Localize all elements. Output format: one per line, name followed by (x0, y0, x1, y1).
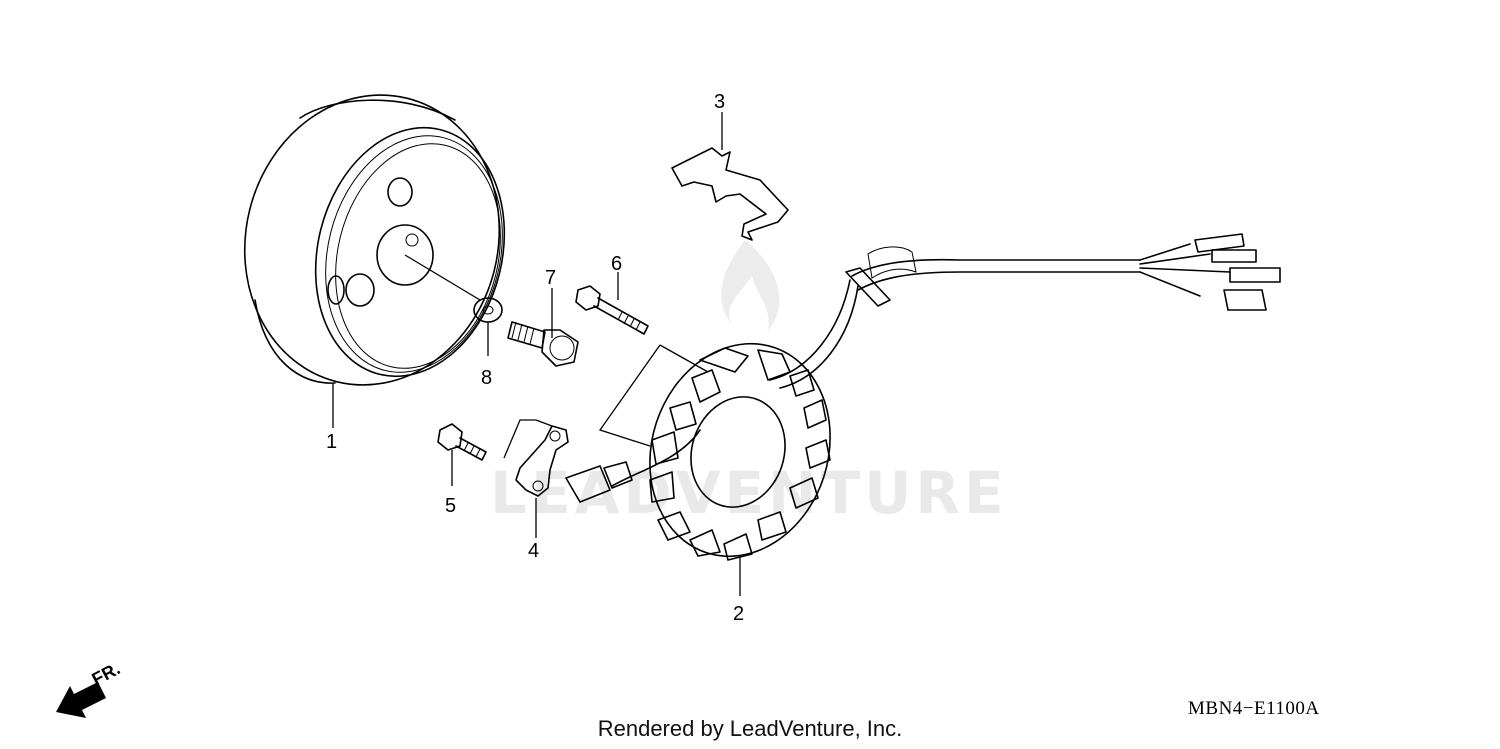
diagram-code: MBN4−E1100A (1188, 698, 1320, 719)
render-credit: Rendered by LeadVenture, Inc. (597, 716, 903, 741)
leader-8 (404, 254, 489, 356)
part-flange-bolt[interactable] (507, 321, 579, 367)
part-wire-clamp[interactable] (671, 147, 789, 241)
callout-8[interactable]: 8 (481, 367, 492, 389)
callout-6[interactable]: 6 (611, 253, 622, 275)
callout-2[interactable]: 2 (733, 603, 744, 625)
flame-icon (721, 240, 780, 330)
watermark-text: LEADVENTURE (490, 459, 1008, 527)
front-direction-marker: FR. (56, 658, 123, 718)
part-pulse-generator[interactable] (515, 425, 569, 497)
part-flywheel[interactable] (214, 68, 529, 412)
callout-5[interactable]: 5 (445, 495, 456, 517)
part-pulse-bolt[interactable] (437, 423, 487, 461)
leader-6 (598, 272, 709, 447)
callout-7[interactable]: 7 (545, 267, 556, 289)
part-stator[interactable] (565, 233, 1281, 580)
watermark: LEADVENTURE (490, 240, 1008, 527)
callout-1[interactable]: 1 (326, 431, 337, 453)
part-stator-bolt[interactable] (575, 285, 649, 335)
leader-4 (503, 419, 553, 538)
leader-lines (332, 112, 741, 596)
callout-3[interactable]: 3 (714, 91, 725, 113)
front-arrow-icon (56, 682, 106, 718)
callout-4[interactable]: 4 (528, 540, 539, 562)
